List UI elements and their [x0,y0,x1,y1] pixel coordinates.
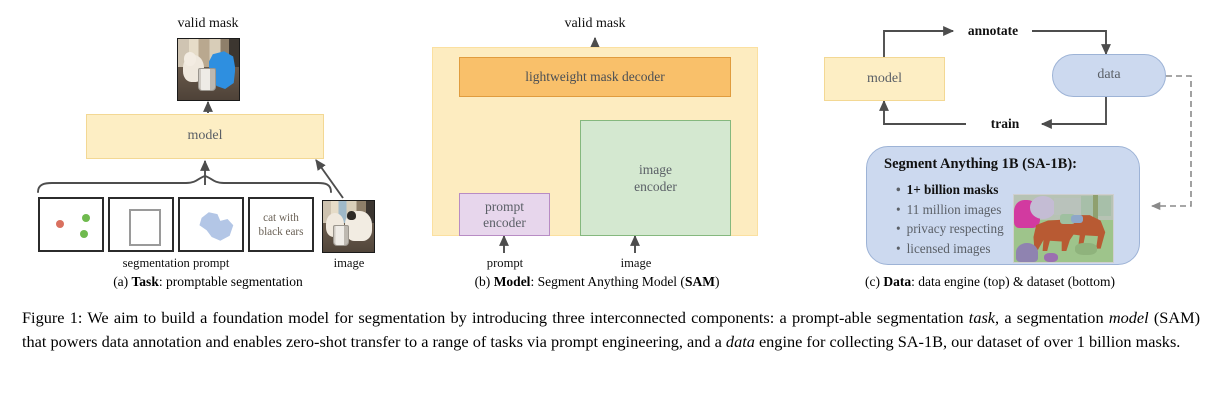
panel-c-data-box[interactable]: data [1052,54,1166,97]
panel-a-model-box[interactable]: model [86,114,324,159]
panel-b-subcaption-rest: : Segment Anything Model ( [530,274,685,289]
panel-c-subcaption-rest: : data engine (top) & dataset (bottom) [911,274,1116,289]
image-encoder-label-line2: encoder [634,179,677,194]
mask-decoder-box[interactable]: lightweight mask decoder [459,57,731,97]
image-encoder-box[interactable]: image encoder [580,120,731,236]
prompt-encoder-label-line2: encoder [483,214,526,230]
positive-point-icon-1 [82,214,90,222]
sa1b-title-bold: SA-1B [1027,156,1068,172]
panel-a-image-thumbnail [322,200,375,253]
panel-a-subcaption-bold: Task [131,274,159,289]
arrow-data-to-train [1040,97,1107,129]
arrow-annotate-to-data [1032,30,1111,56]
prompt-box-mask[interactable] [178,197,244,252]
mask-blob-icon [199,212,234,241]
image-encoder-label-line1: image [639,162,672,177]
sa1b-title-post: ): [1067,156,1077,172]
prompt-box-points[interactable] [38,197,104,252]
panel-a-subcaption: (a) Task: promptable segmentation [58,274,358,290]
prompt-box-bbox[interactable] [108,197,174,252]
panel-b-subcaption-bold: Model [493,274,531,289]
prompt-encoder-box[interactable]: prompt encoder [459,193,550,236]
positive-point-icon-2 [80,230,88,238]
sa1b-bullet-1: 11 million images [896,200,1004,220]
panel-a-subcaption-prefix: (a) [113,274,132,289]
prompt-encoder-label-line1: prompt [485,198,524,214]
sa1b-title-pre: Segment Anything 1B ( [884,156,1028,172]
arrow-model-to-data-annotate [883,26,955,57]
panel-b-subcaption: (b) Model: Segment Anything Model (SAM) [434,274,760,290]
arrow-image-to-model [315,159,344,199]
valid-mask-thumbnail [177,38,240,101]
panel-c-model-box[interactable]: model [824,57,945,101]
sa1b-bullet-3: licensed images [896,239,1004,259]
panel-c-subcaption-bold: Data [883,274,912,289]
segmentation-prompt-label: segmentation prompt [122,256,230,270]
train-label: train [990,116,1020,131]
sa1b-bullet-2: privacy respecting [896,219,1004,239]
panel-b-subcaption-rest2: ) [714,274,720,289]
panel-b-subcaption-prefix: (b) [474,274,494,289]
panel-b-image-input-label: image [620,256,652,270]
mask-decoder-label: lightweight mask decoder [525,69,665,85]
panel-a-model-label: model [187,128,223,144]
panel-a-subcaption-rest: : promptable segmentation [158,274,303,289]
text-prompt-line2: black ears [258,225,304,238]
negative-point-icon [56,220,64,228]
panel-c-model-label: model [867,70,902,86]
panel-c-data-label: data [1097,67,1121,83]
figure-caption: Figure 1: We aim to build a foundation m… [22,308,1200,351]
prompt-box-text[interactable]: cat with black ears [248,197,314,252]
arrow-data-to-dataset-dashed [1151,75,1192,211]
panel-b-prompt-input-label: prompt [486,256,524,270]
panel-c-subcaption-prefix: (c) [864,274,884,289]
panel-a-image-label: image [333,256,365,270]
panel-b-valid-mask-label: valid mask [564,16,626,31]
sa1b-bullet-0: 1+ billion masks [896,180,1004,200]
sa1b-bullet-list: 1+ billion masks 11 million images priva… [896,180,1004,258]
sa1b-sample-image [1013,194,1114,263]
sa1b-title: Segment Anything 1B (SA-1B): [884,156,1077,173]
curly-brace-prompts [37,175,332,193]
annotate-label: annotate [967,23,1019,38]
panel-a-valid-mask-label: valid mask [177,16,239,31]
panel-b-subcaption-bold2: SAM [684,274,715,289]
panel-c-subcaption: (c) Data: data engine (top) & dataset (b… [820,274,1160,290]
text-prompt-line1: cat with [263,211,299,224]
arrow-train-to-model [879,99,966,125]
bounding-box-icon [129,209,161,246]
